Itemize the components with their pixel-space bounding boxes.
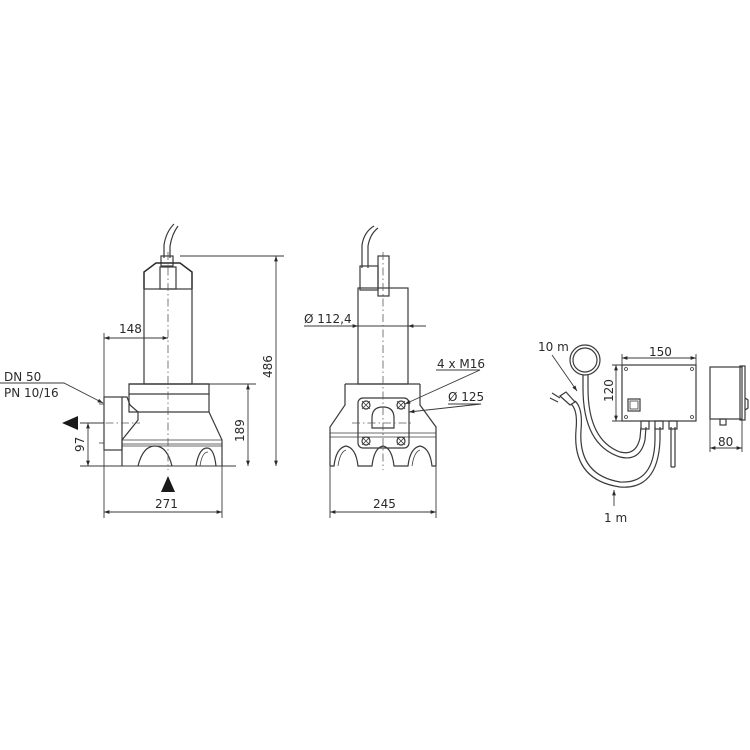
label-dn50: DN 50 bbox=[4, 370, 41, 384]
dim-189: 189 bbox=[233, 419, 247, 442]
dim-486: 486 bbox=[261, 355, 275, 378]
pump-side-view: 148 486 189 97 271 DN 50 PN 10/16 bbox=[0, 223, 284, 518]
control-box-side bbox=[709, 366, 743, 420]
control-box-front bbox=[621, 364, 697, 422]
label-power-cable-length: 1 m bbox=[604, 511, 627, 525]
dim-motor-diameter: Ø 112,4 bbox=[304, 312, 352, 326]
dim-120: 120 bbox=[602, 379, 616, 402]
cable bbox=[163, 223, 175, 258]
float-switch-control-box: 150 120 80 10 m 1 m bbox=[538, 340, 749, 525]
label-bolts: 4 x M16 bbox=[437, 357, 485, 371]
bolt-holes bbox=[361, 400, 406, 446]
switch-window-icon bbox=[627, 398, 641, 412]
plug-icon bbox=[559, 391, 576, 406]
pump-front-view: Ø 112,4 4 x M16 Ø 125 245 bbox=[304, 225, 485, 518]
label-float-cable-length: 10 m bbox=[538, 340, 569, 354]
inlet-flow-arrow-icon bbox=[161, 476, 175, 492]
label-bolt-circle: Ø 125 bbox=[448, 390, 484, 404]
dim-150: 150 bbox=[649, 345, 672, 359]
dim-148: 148 bbox=[119, 322, 142, 336]
discharge-flow-arrow-icon bbox=[62, 416, 78, 430]
dim-245: 245 bbox=[373, 497, 396, 511]
float-switch-icon bbox=[569, 344, 601, 376]
dim-80: 80 bbox=[718, 435, 733, 449]
label-pn: PN 10/16 bbox=[4, 386, 59, 400]
dim-271: 271 bbox=[155, 497, 178, 511]
dim-97: 97 bbox=[73, 437, 87, 452]
discharge-flange bbox=[103, 396, 123, 451]
